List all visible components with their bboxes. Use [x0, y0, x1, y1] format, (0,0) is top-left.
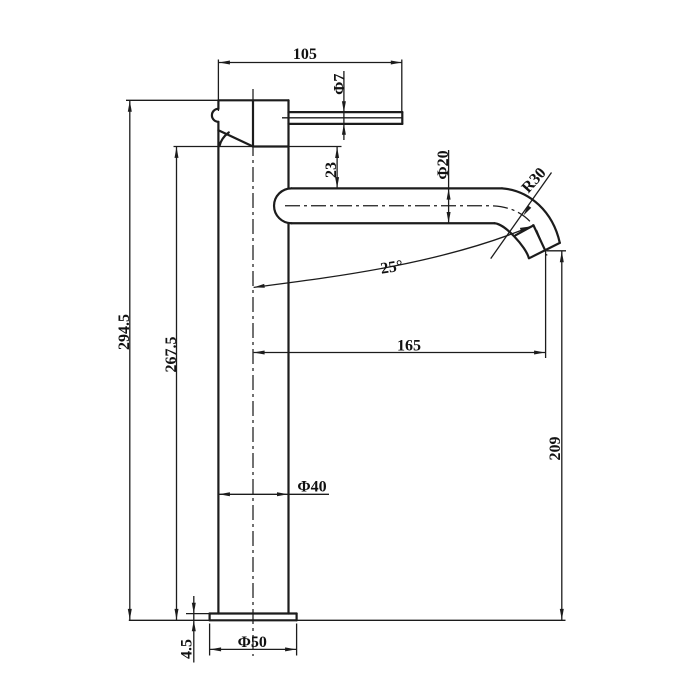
- dim-267-arrow-top: [174, 146, 179, 158]
- dim-phi40-arrow-left: [218, 492, 230, 497]
- dim-phi20-arrow-bottom: [446, 212, 451, 223]
- dim-294-arrow-bottom: [127, 608, 132, 620]
- dim-label-top-width: 105: [293, 46, 317, 63]
- dimension-arrowheads: [127, 60, 564, 652]
- dim-label-body-height: 267.5: [163, 337, 180, 373]
- handle-lever-diagonal: [217, 129, 255, 148]
- dim-209-arrow-bottom: [559, 608, 564, 620]
- handle-swing-arc: [218, 131, 230, 148]
- dim-25deg-arrow-left: [253, 283, 265, 288]
- dim-25deg-arc: [253, 225, 532, 289]
- handle-pivot-bump: [210, 107, 220, 123]
- center-lines: [252, 89, 548, 656]
- dim-label-base-diameter: Φ50: [238, 634, 267, 651]
- spout-axis-centerline: [285, 205, 548, 256]
- dim-165-arrow-left: [253, 350, 265, 355]
- dim-label-outlet-height: 209: [547, 437, 564, 461]
- spout-inner-bend: [493, 222, 530, 260]
- dim-phi50-arrow-left: [210, 647, 222, 652]
- dim-r30-arrow: [523, 205, 532, 216]
- dim-label-outlet-angle: 25°: [379, 257, 404, 277]
- dim-45-arrow-bottom: [191, 620, 196, 632]
- dim-294-arrow-top: [127, 100, 132, 112]
- dim-209-arrow-top: [559, 251, 564, 263]
- dimension-labels: 105 Φ7 23 Φ20 R30 25° 294.5 267.5 165 20…: [116, 46, 564, 659]
- dim-105-arrow-left: [218, 60, 230, 65]
- spout-left-cap: [272, 187, 293, 225]
- dim-23-arrow-top: [335, 147, 340, 158]
- dim-phi7-arrow-bottom: [341, 123, 346, 135]
- dim-label-spout-reach: 165: [397, 338, 421, 355]
- dim-label-total-height: 294.5: [116, 314, 133, 350]
- dim-phi50-arrow-right: [285, 647, 297, 652]
- dim-label-spout-diameter: Φ20: [435, 150, 452, 179]
- dim-phi7-arrow-top: [341, 101, 346, 113]
- dimension-lines: [126, 59, 566, 663]
- dim-label-body-diameter: Φ40: [297, 479, 326, 496]
- dim-23-arrow-bottom: [335, 177, 340, 189]
- dim-165-arrow-right: [534, 350, 546, 355]
- faucet-outline: [208, 99, 561, 622]
- dim-label-handle-diameter: Φ7: [331, 74, 348, 95]
- dim-label-bend-radius: R30: [519, 165, 550, 197]
- dim-267-arrow-bottom: [174, 608, 179, 620]
- dim-25deg-arrow-right: [519, 226, 531, 232]
- dim-label-handle-offset: 23: [323, 162, 340, 178]
- dim-r30-leader: [490, 172, 553, 259]
- spout-outer-bend: [500, 187, 561, 244]
- dim-label-base-height: 4.5: [178, 639, 195, 659]
- dim-105-arrow-right: [390, 60, 402, 65]
- dim-45-arrow-top: [191, 602, 196, 614]
- dim-phi40-arrow-right: [277, 492, 288, 497]
- dim-phi20-arrow-top: [446, 188, 451, 200]
